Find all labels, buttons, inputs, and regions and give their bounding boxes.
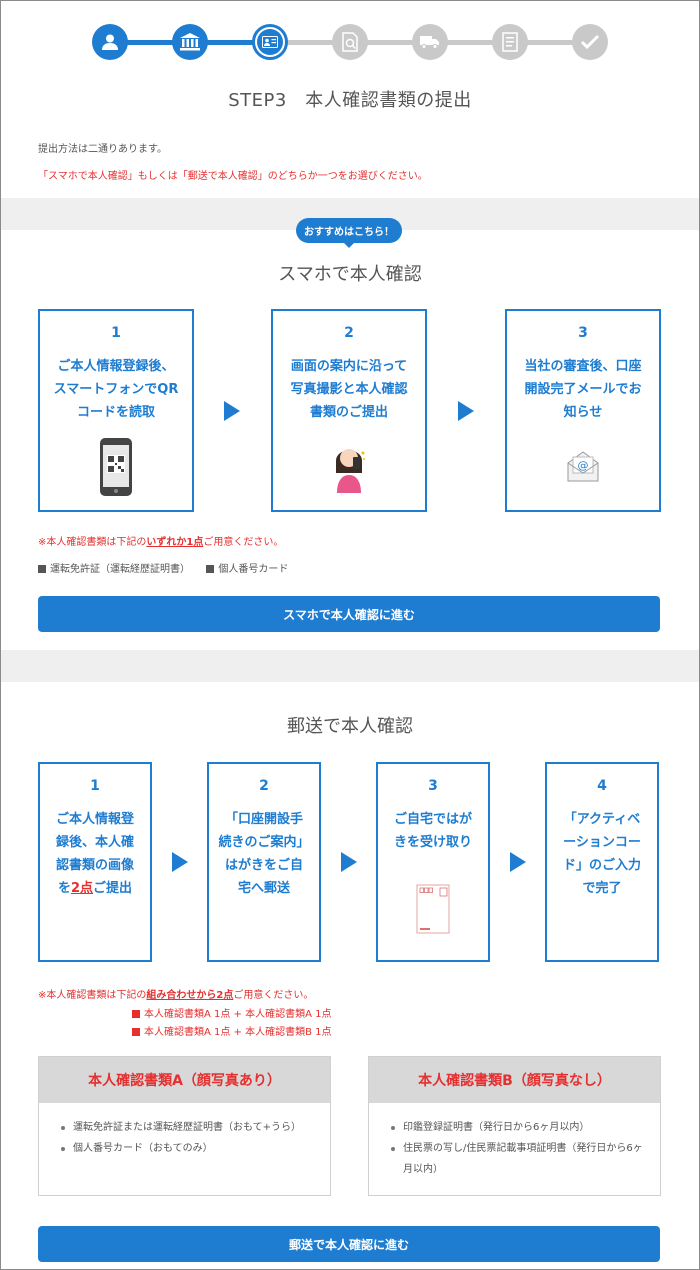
bullet-square <box>206 565 215 573</box>
doc-type-a-box: 本人確認書類A（顔写真あり） 運転免許証または運転経歴証明書（おもて+うら） 個… <box>38 1056 331 1196</box>
mail-icon: @ <box>566 449 600 487</box>
smartphone-step-card: 1 ご本人情報登録後、 スマートフォンでQR コードを読取 <box>38 309 194 512</box>
step-text-line: 当社の審査後、口座 <box>524 359 642 374</box>
step-text-line: 宅へ郵送 <box>237 881 290 896</box>
doc-item: 運転免許証または運転経歴証明書（おもて+うら） <box>61 1117 330 1138</box>
bullet-square <box>132 1010 140 1018</box>
smartphone-doc-note: ※本人確認書類は下記のいずれか1点ご用意ください。 <box>38 537 284 548</box>
step-text-line: 続きのご案内」 <box>218 835 310 850</box>
step-text-line: 書類のご提出 <box>309 405 388 420</box>
step-id-card-icon <box>252 24 288 60</box>
step-text-line: ご自宅ではが <box>393 812 472 827</box>
step-text-line: きを受け取り <box>393 835 472 850</box>
mail-proceed-button[interactable]: 郵送で本人確認に進む <box>38 1226 660 1262</box>
mail-step-card: 1 ご本人情報登 録後、本人確 認書類の画像 を2点ご提出 <box>38 762 152 962</box>
doc-item: 個人番号カード <box>218 564 289 575</box>
page-title: STEP3 本人確認書類の提出 <box>228 90 472 111</box>
step-text-line: 写真撮影と本人確認 <box>290 382 408 397</box>
smartphone-doc-list: 運転免許証（運転経歴証明書） 個人番号カード <box>38 560 288 575</box>
doc-item: 住民票の写し/住民票記載事項証明書（発行日から6ヶ月以内） <box>391 1138 660 1180</box>
phone-qr-icon <box>99 437 133 501</box>
doc-type-a-title: 本人確認書類A（顔写真あり） <box>39 1057 330 1103</box>
step-text-line: ーションコー <box>563 835 641 850</box>
step-text-line: で完了 <box>582 881 622 896</box>
recommended-badge: おすすめはこちら！ <box>296 218 402 248</box>
step-text-fragment: を <box>57 881 71 896</box>
step-text-fragment: ご提出 <box>93 881 133 896</box>
mail-doc-note: ※本人確認書類は下記の組み合わせから2点ご用意ください。 <box>38 990 314 1001</box>
doc-type-b-box: 本人確認書類B（顔写真なし） 印鑑登録証明書（発行日から6ヶ月以内） 住民票の写… <box>368 1056 661 1196</box>
step-user-icon <box>92 24 128 60</box>
combo-item: 本人確認書類A 1点 + 本人確認書類B 1点 <box>132 1023 332 1038</box>
step-number: 3 <box>578 325 588 341</box>
doc-item: 印鑑登録証明書（発行日から6ヶ月以内） <box>391 1117 660 1138</box>
step-text-line: 録後、本人確 <box>55 835 134 850</box>
section-divider <box>1 650 699 682</box>
step-text-line: 「口座開設手 <box>224 812 303 827</box>
mail-step-card: 2 「口座開設手 続きのご案内」 はがきをご自 宅へ郵送 <box>207 762 321 962</box>
doc-item: 運転免許証（運転経歴証明書） <box>50 564 190 575</box>
smartphone-proceed-button[interactable]: スマホで本人確認に進む <box>38 596 660 632</box>
step-check-icon <box>572 24 608 60</box>
step-text-line: ご本人情報登録後、 <box>57 359 175 374</box>
step-arrow-icon <box>510 852 526 872</box>
step-text-emphasis: 2点 <box>70 881 94 896</box>
smartphone-section-title: スマホで本人確認 <box>278 264 422 285</box>
step-arrow-icon <box>224 401 240 421</box>
mail-step-card: 4 「アクティベ ーションコー ド」のご入力 で完了 <box>545 762 659 962</box>
woman-selfie-icon <box>329 439 369 499</box>
step-text-line: 開設完了メールでお <box>524 382 642 397</box>
step-text-line: はがきをご自 <box>224 858 303 873</box>
step-number: 1 <box>111 325 121 341</box>
step-number: 1 <box>90 778 100 794</box>
step-text-line: 認書類の画像 <box>55 858 134 873</box>
bullet-square <box>38 565 46 573</box>
step-number: 3 <box>428 778 438 794</box>
step-text-line: 知らせ <box>563 405 603 420</box>
step-arrow-icon <box>458 401 474 421</box>
step-number: 2 <box>344 325 354 341</box>
step-text-line: 「アクティベ <box>563 812 641 827</box>
step-text-line: スマートフォンでQR <box>53 382 179 397</box>
step-text-line: ご本人情報登 <box>55 812 134 827</box>
postcard-icon <box>416 884 450 938</box>
step-text-line: コードを読取 <box>76 405 155 420</box>
step-arrow-icon <box>172 852 188 872</box>
mail-section-title: 郵送で本人確認 <box>287 716 413 737</box>
doc-item: 個人番号カード（おもてのみ） <box>61 1138 330 1159</box>
progress-stepper <box>92 24 608 60</box>
combo-item: 本人確認書類A 1点 + 本人確認書類A 1点 <box>132 1005 332 1020</box>
svg-text:@: @ <box>578 459 589 472</box>
step-truck-icon <box>412 24 448 60</box>
step-document-icon <box>492 24 528 60</box>
intro-text: 提出方法は二通りあります。 <box>38 144 167 155</box>
step-bank-icon <box>172 24 208 60</box>
mail-step-card: 3 ご自宅ではが きを受け取り <box>376 762 490 962</box>
step-text-line: 画面の案内に沿って <box>290 359 408 374</box>
step-text-line: ド」のご入力 <box>562 858 641 873</box>
smartphone-step-card: 2 画面の案内に沿って 写真撮影と本人確認 書類のご提出 <box>271 309 427 512</box>
step-number: 2 <box>259 778 269 794</box>
intro-instruction: 「スマホで本人確認」もしくは「郵送で本人確認」のどちらか一つをお選びください。 <box>38 171 428 182</box>
step-number: 4 <box>597 778 607 794</box>
step-arrow-icon <box>341 852 357 872</box>
step-review-icon <box>332 24 368 60</box>
bullet-square <box>132 1028 140 1036</box>
doc-type-b-title: 本人確認書類B（顔写真なし） <box>369 1057 660 1103</box>
smartphone-step-card: 3 当社の審査後、口座 開設完了メールでお 知らせ @ <box>505 309 661 512</box>
